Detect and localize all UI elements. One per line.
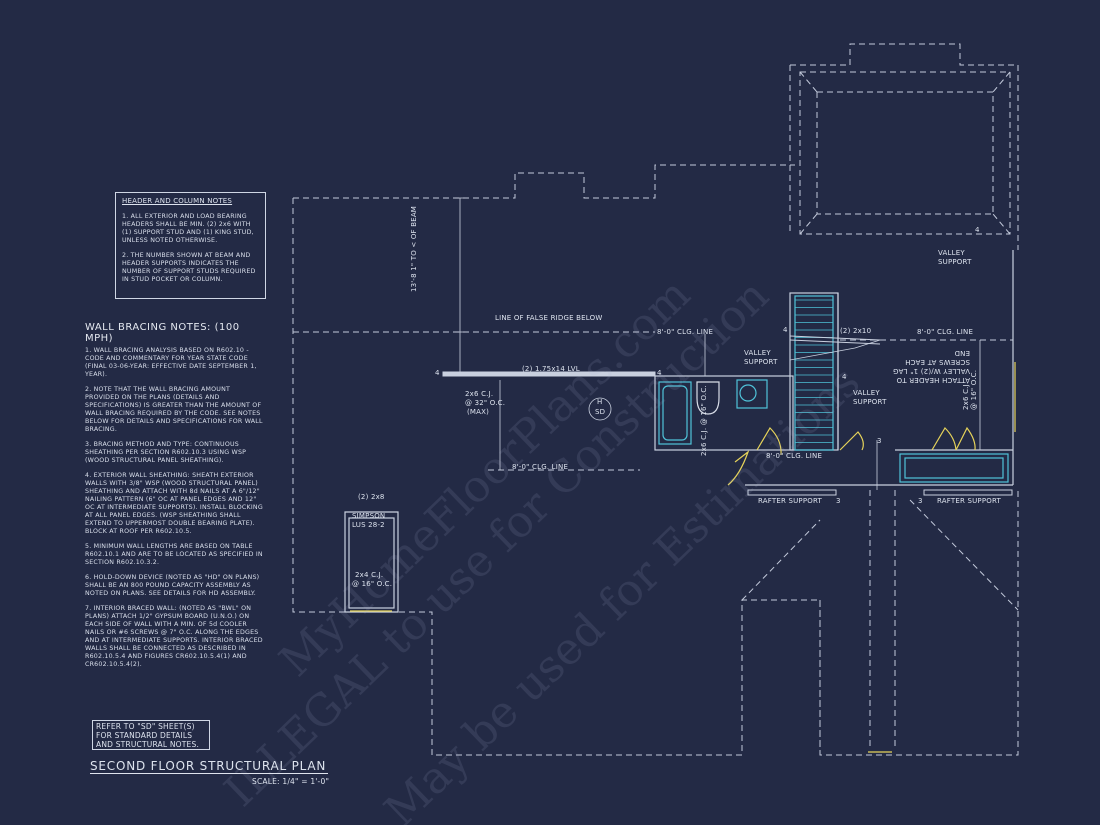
joists-right-2: @ 16" O.C. — [970, 369, 978, 410]
valley-support-top: VALLEY SUPPORT — [938, 249, 972, 266]
stud-count: 4 — [783, 326, 788, 334]
stud-count: 4 — [842, 373, 847, 381]
wall-bracing-notes: WALL BRACING NOTES: (100 MPH) 1. WALL BR… — [85, 322, 265, 676]
clg-line-bath: 8'-0" CLG. LINE — [766, 452, 823, 460]
rafter-support-left: RAFTER SUPPORT — [758, 497, 823, 505]
joists-left-3: (MAX) — [467, 408, 490, 416]
false-ridge-label: LINE OF FALSE RIDGE BELOW — [495, 314, 603, 322]
stud-count: 4 — [657, 369, 662, 377]
header-small-label: (2) 2x8 — [358, 493, 385, 501]
header-notes-title: HEADER AND COLUMN NOTES — [122, 197, 233, 205]
bracing-note-4: 4. EXTERIOR WALL SHEATHING: SHEATH EXTER… — [85, 472, 263, 535]
bracing-notes-title: WALL BRACING NOTES: (100 MPH) — [85, 322, 240, 344]
joists-left-2: @ 32" O.C. — [465, 399, 506, 407]
valley-support-right: VALLEY SUPPORT — [853, 389, 887, 406]
hold-down-h: H — [597, 398, 603, 406]
stud-count: 4 — [435, 369, 440, 377]
stud-count: 3 — [918, 497, 923, 505]
plan-scale: SCALE: 1/4" = 1'-0" — [252, 777, 330, 786]
stud-count: 3 — [836, 497, 841, 505]
header-note-2: 2. THE NUMBER SHOWN AT BEAM AND HEADER S… — [122, 252, 256, 283]
walls — [344, 250, 1014, 613]
refer-line-2: FOR STANDARD DETAILS — [96, 731, 193, 740]
bracing-note-6: 6. HOLD-DOWN DEVICE (NOTED AS "HD" ON PL… — [85, 574, 260, 597]
doors — [350, 362, 1016, 753]
refer-note-box: REFER TO "SD" SHEET(S) FOR STANDARD DETA… — [92, 720, 210, 750]
refer-line-1: REFER TO "SD" SHEET(S) — [96, 722, 195, 731]
header-2x10-label: (2) 2x10 — [840, 327, 872, 335]
bracing-note-5: 5. MINIMUM WALL LENGTHS ARE BASED ON TAB… — [85, 543, 263, 566]
valley-support-mid: VALLEY SUPPORT — [744, 349, 778, 366]
stud-count: 3 — [877, 437, 882, 445]
clg-line-lower: 8'-0" CLG. LINE — [512, 463, 569, 471]
simpson-label-1: SIMPSON — [352, 512, 386, 520]
joists-bath-label: 2x6 C.J. @ 16" O.C. — [700, 385, 708, 456]
joists-bay-2: @ 16" O.C. — [352, 580, 393, 588]
bracing-note-2: 2. NOTE THAT THE WALL BRACING AMOUNT PRO… — [85, 386, 263, 433]
bracing-note-3: 3. BRACING METHOD AND TYPE: CONTINUOUS S… — [85, 441, 247, 464]
joists-left-1: 2x6 C.J. — [465, 390, 494, 398]
refer-line-3: AND STRUCTURAL NOTES. — [96, 740, 200, 749]
beams — [442, 335, 1013, 496]
plan-title: SECOND FLOOR STRUCTURAL PLAN — [90, 759, 329, 774]
joists-bay-1: 2x4 C.J. — [355, 571, 384, 579]
attach-header-note: ATTACH HEADER TO VALLEY W/(2) 1" LAG SCR… — [892, 349, 970, 384]
simpson-label-2: LUS 28-2 — [352, 521, 385, 529]
bracing-note-1: 1. WALL BRACING ANALYSIS BASED ON R602.1… — [85, 347, 257, 378]
lvl-beam-label: (2) 1.75x14 LVL — [522, 365, 580, 373]
bracing-note-7: 7. INTERIOR BRACED WALL: (NOTED AS "BWL"… — [85, 605, 263, 668]
rafter-support-right: RAFTER SUPPORT — [937, 497, 1002, 505]
clg-line-right: 8'-0" CLG. LINE — [917, 328, 974, 336]
clg-line-mid: 8'-0" CLG. LINE — [657, 328, 714, 336]
dimension-lines — [455, 197, 981, 490]
header-note-1: 1. ALL EXTERIOR AND LOAD BEARING HEADERS… — [122, 213, 254, 244]
dim-vertical-label: 13'-8 1" TO < OF BEAM — [410, 205, 418, 292]
header-column-notes: HEADER AND COLUMN NOTES 1. ALL EXTERIOR … — [115, 192, 266, 299]
hold-down-sd: SD — [595, 408, 606, 416]
stud-count: 4 — [975, 226, 980, 234]
